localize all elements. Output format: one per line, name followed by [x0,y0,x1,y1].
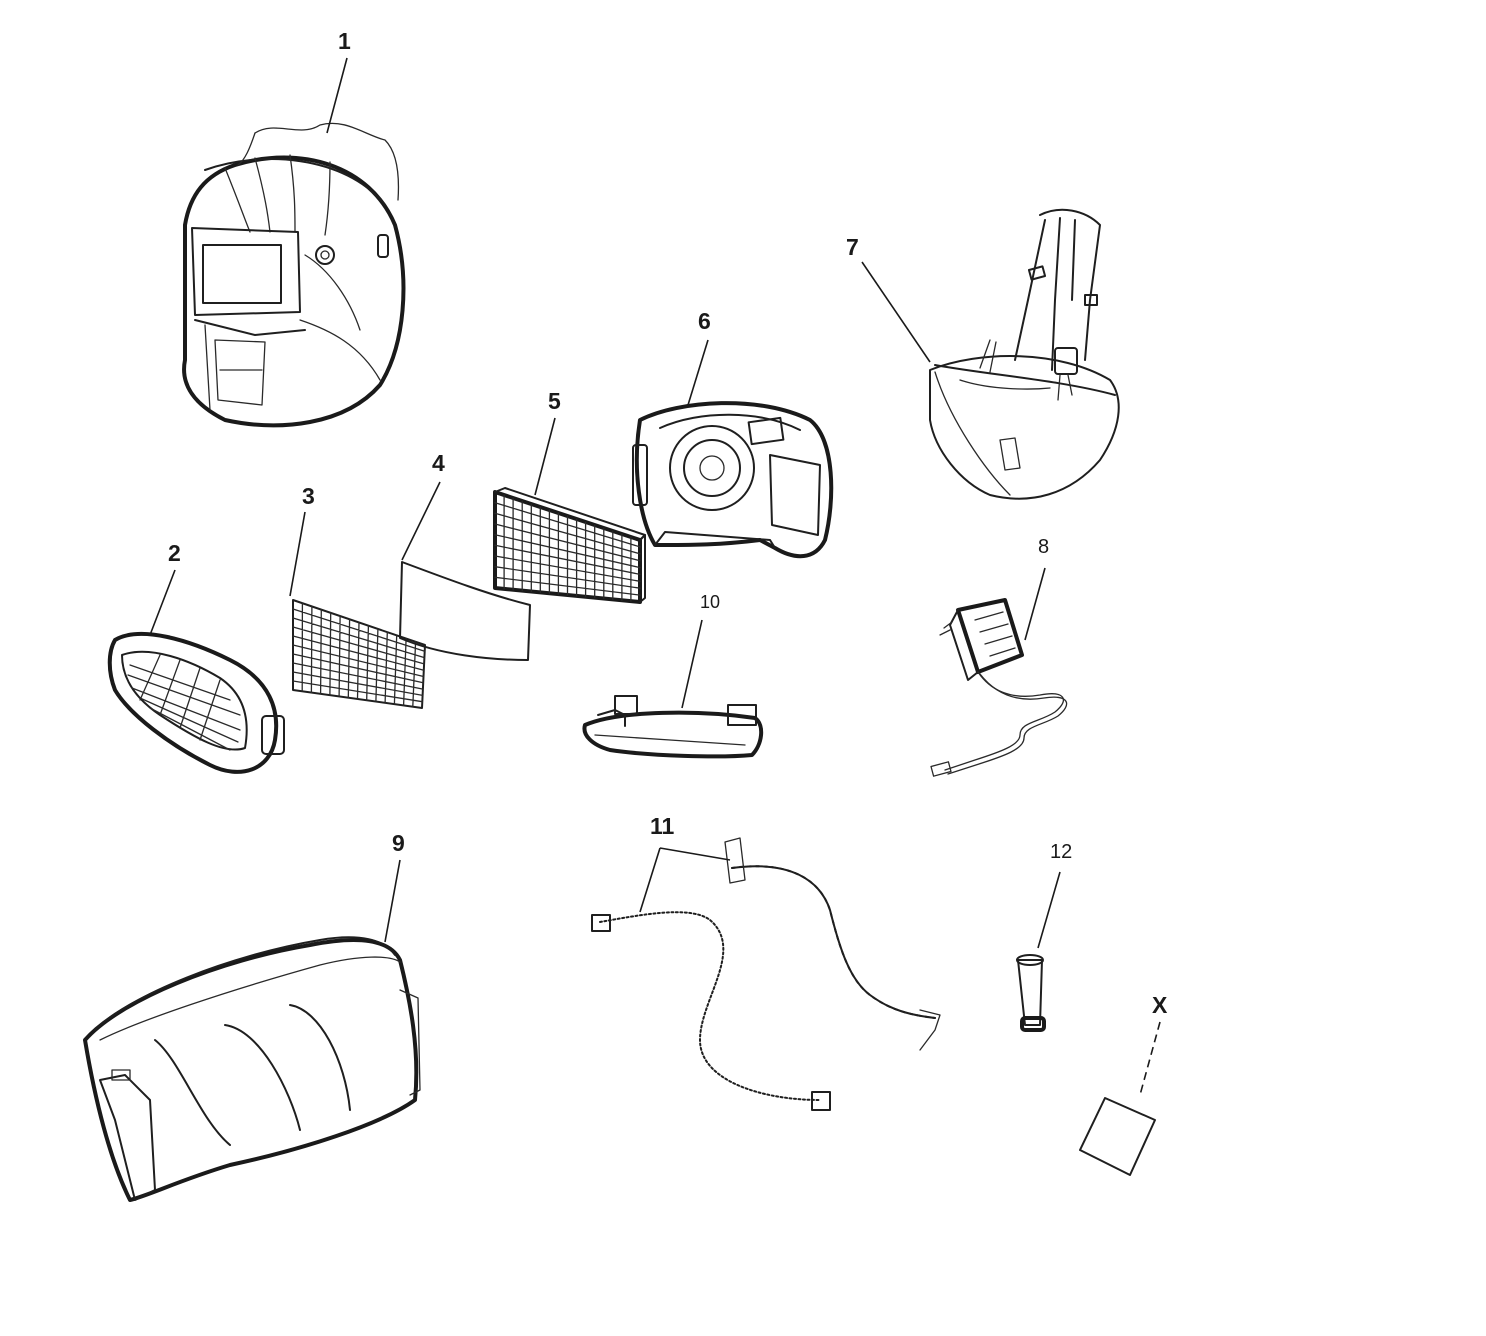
head-harness [929,208,1120,500]
battery-charger [930,598,1068,777]
part-label-8: 8 [1038,536,1050,558]
part-label-11: 11 [650,813,675,839]
leader-line-12 [1037,871,1061,949]
leader-line-9 [384,859,401,943]
particle-filter [493,487,646,604]
instruction-card [1079,1097,1156,1176]
leader-line-11b [639,847,661,913]
part-label-9: 9 [392,830,405,856]
leader-line-1 [326,57,348,134]
leader-line-8 [1024,567,1046,641]
leader-line-10 [681,619,703,709]
part-label-6: 6 [698,308,711,334]
part-label-4: 4 [432,450,445,476]
leader-line-6 [687,339,709,406]
part-label-10: 10 [700,592,721,612]
welding-helmet [182,122,406,428]
part-label-3: 3 [302,483,315,509]
leader-line-5 [534,417,556,496]
part-label-7: 7 [846,234,859,260]
leader-line-4 [401,481,441,561]
leader-line-x [1139,1021,1161,1096]
part-label-5: 5 [548,388,561,414]
face-seal [107,631,285,774]
leader-line-11a [659,847,731,861]
breathing-hoses [591,837,941,1111]
battery-pack [582,695,764,759]
blower-unit [632,401,834,559]
hose-adapter [1016,954,1046,1032]
part-label-12: 12 [1050,841,1073,863]
leader-line-2 [149,569,176,636]
leader-line-3 [289,511,306,597]
leader-line-7 [861,261,931,363]
part-label-x: X [1152,992,1168,1018]
mesh-filter [292,599,426,709]
pre-filter-sheet [399,561,531,661]
part-label-1: 1 [338,28,351,54]
part-label-2: 2 [168,540,181,566]
storage-bag [83,936,421,1202]
